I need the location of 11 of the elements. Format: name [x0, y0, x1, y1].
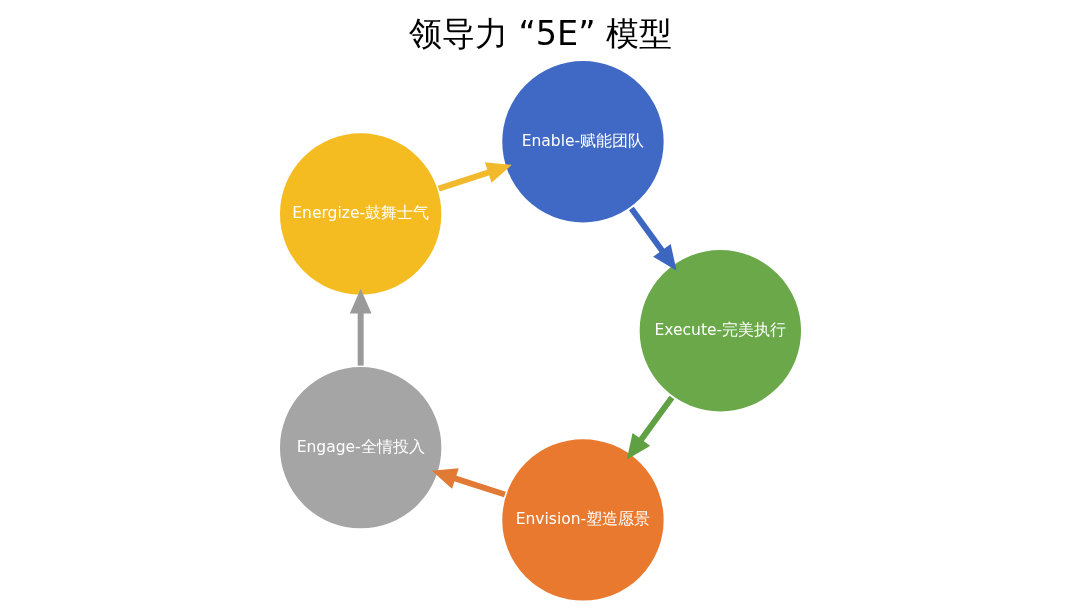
node-circle: Execute-完美执行: [636, 247, 803, 414]
arrow: [626, 395, 674, 460]
diagram-title: 领导力 “5E” 模型: [408, 13, 672, 53]
arrow: [349, 288, 371, 366]
arrow: [431, 468, 506, 498]
node-circle: Envision-塑造愿景: [499, 436, 666, 603]
arrow: [628, 206, 676, 271]
node-circle: Enable-赋能团队: [499, 58, 666, 225]
node-circle: Engage-全情投入: [277, 364, 444, 531]
arrow: [437, 162, 512, 192]
node-circle: Energize-鼓舞士气: [277, 130, 444, 298]
